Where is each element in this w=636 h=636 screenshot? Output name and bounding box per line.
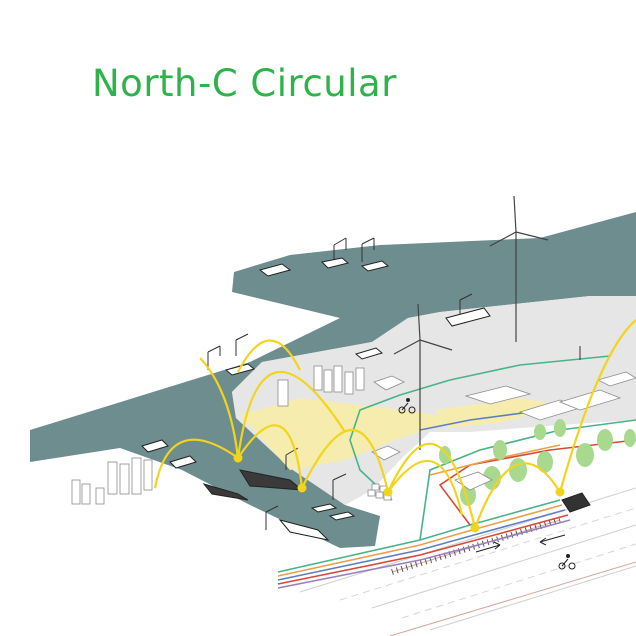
route-green (277, 499, 561, 573)
ship-lower (278, 519, 330, 541)
road-line-4 (401, 543, 636, 619)
route-red (277, 514, 569, 585)
tree (597, 429, 613, 451)
traffic (475, 492, 591, 553)
road-line-5 (429, 565, 636, 631)
silo-cluster-left (71, 457, 153, 505)
road-edge-line (389, 561, 636, 636)
water-upper-basin (232, 212, 636, 318)
harbor-water (30, 212, 636, 548)
wind-turbines (393, 195, 549, 450)
direction-arrow (539, 534, 566, 546)
road-line-3 (371, 524, 636, 609)
cyclist-icon (558, 554, 576, 570)
flow-arc (237, 424, 304, 489)
flow-arc (558, 319, 636, 493)
cyclist-icon (398, 398, 416, 414)
ship-cargo-medium (202, 483, 249, 501)
flow-node (233, 453, 243, 463)
route-blue (277, 509, 566, 581)
road-line-2 (339, 507, 636, 601)
crane (332, 473, 347, 500)
direction-arrow (475, 541, 501, 553)
container-stacks (367, 483, 392, 501)
cyclists (398, 398, 576, 570)
crane (285, 447, 299, 470)
ship-mid-1 (354, 347, 384, 360)
route-orange-inland (429, 444, 561, 476)
flow-arc (301, 429, 390, 493)
route-orange (277, 504, 563, 577)
tree (624, 429, 636, 447)
material-flow-arcs (153, 319, 636, 529)
flow-arc (387, 442, 477, 529)
flow-node (555, 487, 565, 497)
ship-canal-1 (141, 439, 169, 453)
wind-turbine-large (489, 195, 549, 342)
flow-arc (237, 339, 301, 373)
diagram-title: North-C Circular (92, 62, 397, 105)
flow-nodes (233, 453, 565, 533)
truck (561, 492, 591, 513)
flow-arc (387, 460, 464, 516)
wind-turbine-small (393, 303, 453, 450)
water-main-canal (30, 318, 408, 548)
tree (493, 440, 507, 460)
ship-upper-2 (320, 257, 350, 269)
ship-upper-3 (360, 260, 390, 272)
trees (439, 419, 636, 506)
flow-node (470, 523, 480, 533)
ship-upper-1 (258, 263, 292, 277)
crane (207, 345, 221, 370)
barges (328, 511, 356, 521)
tree (509, 458, 527, 482)
flow-node (383, 487, 393, 497)
flow-arc (153, 438, 239, 489)
flow-node (297, 483, 307, 493)
crane (265, 505, 279, 530)
ship-upper-4 (445, 307, 491, 327)
silo-cluster-center (277, 365, 365, 407)
flow-arc (236, 370, 346, 459)
tree (537, 451, 553, 473)
tree (554, 419, 566, 437)
tree (439, 446, 451, 464)
route-green-north (419, 419, 636, 541)
tree (576, 443, 594, 467)
crane (361, 237, 375, 262)
tree (534, 424, 546, 440)
flow-arc (199, 357, 240, 459)
route-blue-inland (419, 411, 531, 431)
barges (310, 503, 338, 513)
route-green-inland (349, 355, 611, 501)
flow-arc (473, 462, 561, 529)
route-purple (277, 519, 571, 589)
crane (235, 333, 249, 356)
ship-canal-2 (169, 455, 197, 469)
